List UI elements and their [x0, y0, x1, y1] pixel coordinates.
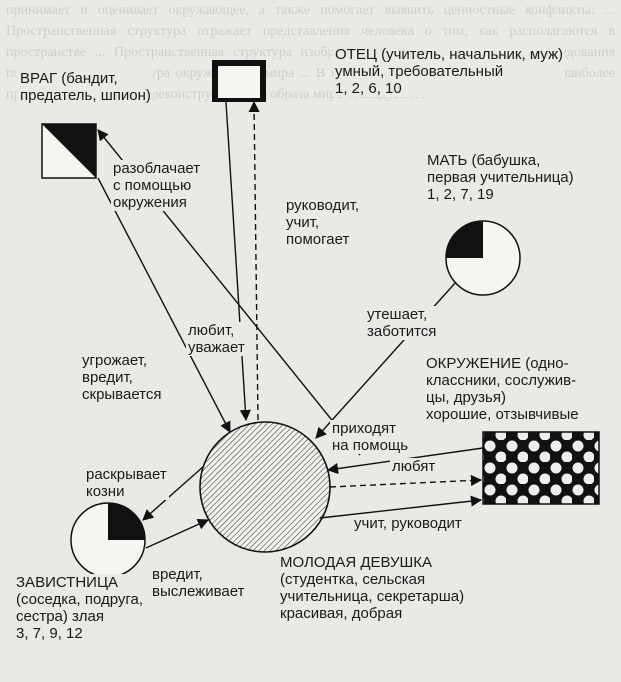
edge-girl-reveals-envious: [142, 465, 205, 521]
edge-girl-teaches-surroundings: [319, 495, 483, 519]
envious-label: ЗАВИСТНИЦА (соседка, подруга, сестра) зл…: [14, 574, 146, 642]
edge-label-helps: приходят на помощь: [330, 420, 411, 454]
enemy-label: ВРАГ (бандит, предатель, шпион): [18, 70, 153, 104]
father-node-icon: [212, 60, 266, 102]
edge-label-teaches: учит, руководит: [352, 515, 464, 532]
edge-label-reveals: раскрывает козни: [84, 466, 169, 500]
edge-girl-to-surroundings: [329, 474, 483, 488]
edge-label-threatens: угрожает, вредит, скрывается: [80, 352, 164, 403]
edge-label-loves-respects: любит, уважает: [186, 322, 247, 356]
surroundings-label: ОКРУЖЕНИЕ (одно- классники, сослужив- цы…: [424, 355, 581, 423]
mother-label: МАТЬ (бабушка, первая учительница) 1, 2,…: [425, 152, 576, 203]
edge-label-exposes: разоблачает с помощью окружения: [111, 160, 203, 211]
mother-node-icon: [445, 220, 521, 296]
edge-envious-harms-girl: [145, 519, 210, 549]
edge-enemy-to-girl: [97, 177, 231, 433]
surroundings-node-icon: [482, 431, 600, 505]
edge-label-harms: вредит, выслеживает: [150, 566, 247, 600]
edge-label-love: любят: [390, 458, 438, 475]
enemy-node-icon: [41, 123, 97, 179]
girl-node-icon: [199, 421, 331, 553]
envious-node-icon: [70, 502, 146, 578]
edge-label-comforts: утешает, заботится: [365, 306, 439, 340]
girl-label: МОЛОДАЯ ДЕВУШКА (студентка, сельская учи…: [278, 554, 467, 622]
edge-girl-to-father: [248, 100, 260, 421]
father-label: ОТЕЦ (учитель, начальник, муж) умный, тр…: [333, 46, 565, 97]
edge-label-guides: руководит, учит, помогает: [284, 197, 362, 248]
edge-father-to-girl: [225, 101, 251, 422]
